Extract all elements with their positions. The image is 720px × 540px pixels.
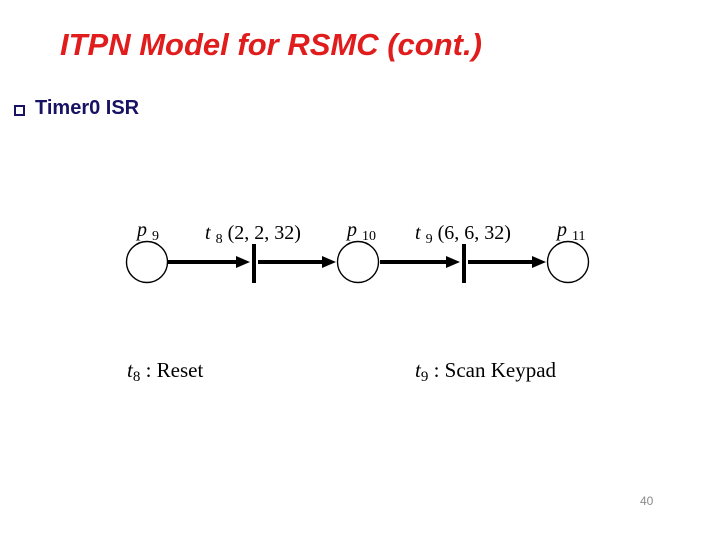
place-label-p11: p 11 [555,219,585,244]
legend-t9-var: t [415,358,421,382]
transition-label-t8: t 8 (2, 2, 32) [205,222,301,248]
place-circle-p9 [125,240,169,284]
place-circle-p10 [336,240,380,284]
arrowhead-p9-t8 [236,256,250,268]
page-number: 40 [640,494,654,508]
place-label-p10: p 10 [345,219,376,244]
legend-t9-sub: 9 [420,369,429,385]
legend-t8-sub: 8 [132,369,141,385]
legend-t8-var: t [127,358,133,382]
arrowhead-t9-p11 [532,256,546,268]
slide-title: ITPN Model for RSMC (cont.) [60,27,482,62]
petri-net-diagram: p 9 p 10 p 11 t 8 (2, 2, 32) t 9 (6, 6, … [125,219,590,284]
place-label-p9: p 9 [135,219,159,244]
square-bullet-icon [14,105,25,116]
arrowhead-t8-p10 [322,256,336,268]
transition-label-t9: t 9 (6, 6, 32) [415,222,511,248]
arrowhead-p10-t9 [446,256,460,268]
place-circle-p11 [546,240,590,284]
bullet-heading: Timer0 ISR [35,97,140,119]
legend-t9-desc: : Scan Keypad [428,358,557,382]
transition-bar-t8 [252,244,256,283]
legend-item-t9: t9 : Scan Keypad [415,358,556,386]
transition-bar-t9 [462,244,466,283]
legend-item-t8: t8 : Reset [127,358,203,386]
legend-t8-desc: : Reset [140,358,204,382]
